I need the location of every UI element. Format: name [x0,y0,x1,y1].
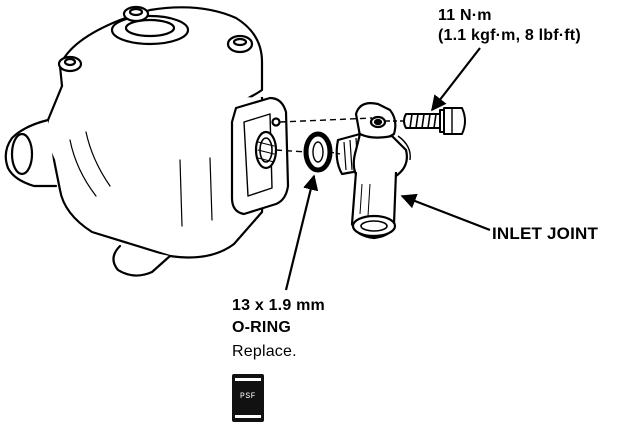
o-ring-size-label: 13 x 1.9 mm [232,297,325,314]
fluid-icon-text: PSF [240,392,256,401]
o-ring-name-label: O-RING [232,319,291,336]
power-steering-fluid-icon: PSF [232,374,264,422]
inlet-joint-icon [335,102,411,240]
torque-callout-arrow [431,47,481,112]
inlet-joint-label: INLET JOINT [492,224,599,243]
o-ring-callout-arrow [284,174,319,291]
alignment-lines [275,117,404,155]
callout-arrows [284,47,491,291]
torque-value-label: 11 N·m [438,7,492,24]
torque-detail-label: (1.1 kgf·m, 8 lbf·ft) [438,27,581,44]
o-ring-replace-note: Replace. [232,343,297,360]
inlet-joint-callout-arrow [400,193,491,232]
o-ring-icon [303,131,333,173]
flange-bolt-icon [403,107,466,135]
pump-housing-icon [4,5,290,277]
